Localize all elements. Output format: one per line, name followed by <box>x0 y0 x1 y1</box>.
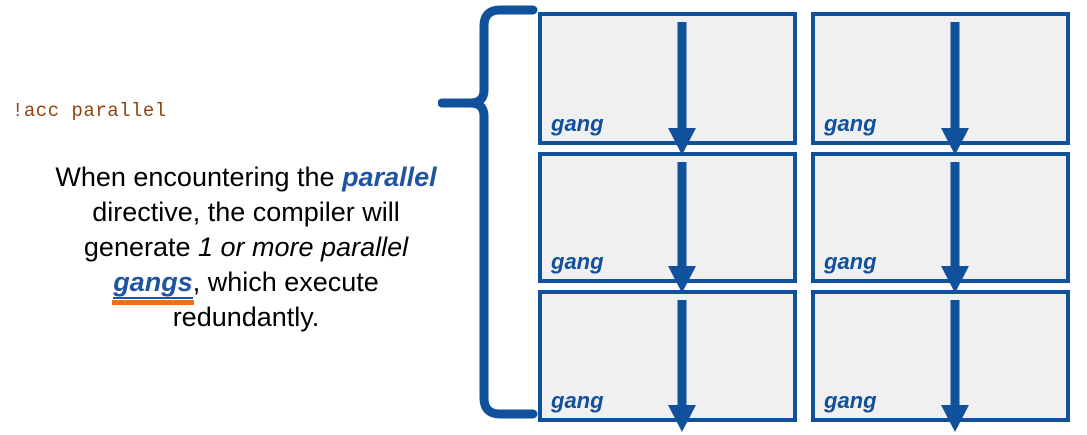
gang-label: gang <box>551 388 604 413</box>
description-segment-6: , which execute redundantly. <box>172 267 379 332</box>
down-arrow-icon <box>664 300 700 432</box>
gang-label: gang <box>824 249 877 274</box>
description-paragraph: When encountering the parallel directive… <box>48 160 444 335</box>
keyword-parallel: parallel <box>342 162 437 192</box>
down-arrow-icon <box>664 162 700 293</box>
gang-cell[interactable]: gang <box>811 290 1070 432</box>
code-directive-text: !acc parallel <box>12 100 167 122</box>
gang-cell[interactable]: gang <box>538 12 797 155</box>
down-arrow-icon <box>937 162 973 293</box>
description-segment-3: directive, the compiler will generate <box>83 197 400 262</box>
curly-brace-icon <box>437 5 538 419</box>
down-arrow-icon <box>664 22 700 155</box>
gang-label: gang <box>551 111 604 136</box>
down-arrow-icon <box>937 22 973 155</box>
keyword-gangs: gangs <box>113 267 193 299</box>
down-arrow-icon <box>937 300 973 432</box>
gang-cell[interactable]: gang <box>811 152 1070 293</box>
gang-label: gang <box>551 249 604 274</box>
gang-label: gang <box>824 111 877 136</box>
description-segment-1: When encountering the <box>55 162 343 192</box>
gang-cell[interactable]: gang <box>811 12 1070 155</box>
description-segment-4-italic: 1 or more parallel <box>198 232 409 262</box>
curly-brace <box>437 2 542 430</box>
gang-grid: gang gang gang gang <box>538 12 1070 432</box>
gang-cell[interactable]: gang <box>538 290 797 432</box>
gang-label: gang <box>824 388 877 413</box>
gang-cell[interactable]: gang <box>538 152 797 293</box>
